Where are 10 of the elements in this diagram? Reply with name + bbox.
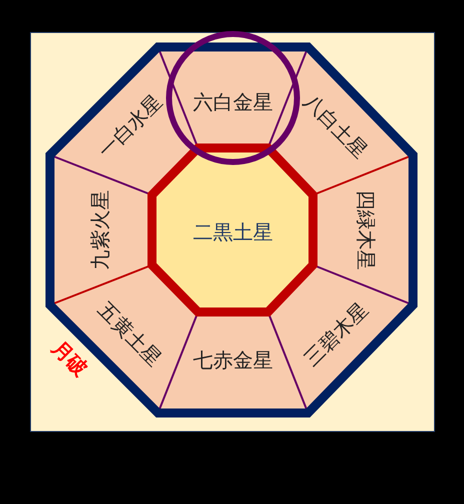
star-label: 六白金星: [193, 92, 273, 112]
star-label: 九紫火星: [90, 190, 110, 270]
star-label: 四緑木星: [356, 190, 376, 270]
star-label: 八白土星: [300, 90, 372, 162]
note-label: 月破: [48, 336, 92, 380]
star-label: 七赤金星: [193, 350, 273, 370]
star-label: 五黄土星: [94, 298, 166, 370]
star-label: 三碧木星: [300, 298, 372, 370]
star-label: 一白水星: [94, 90, 166, 162]
star-label: 二黒土星: [193, 222, 273, 242]
